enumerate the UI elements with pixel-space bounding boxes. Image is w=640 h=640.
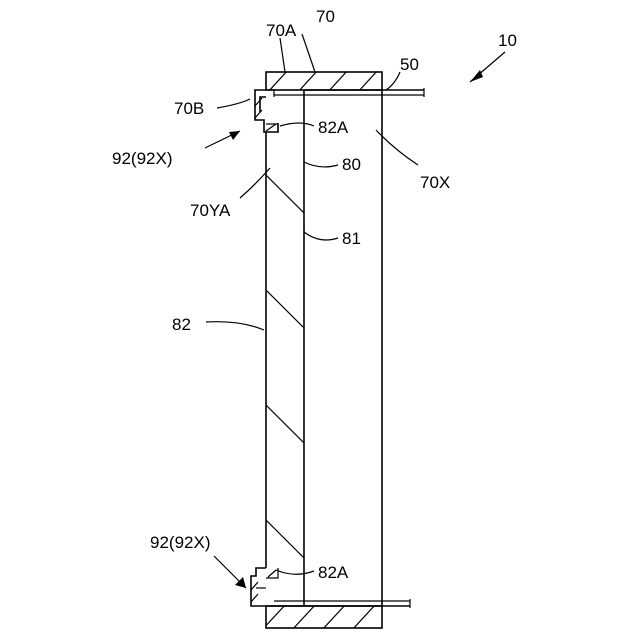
label-82: 82 [172, 315, 191, 334]
clip-92-bottom [251, 568, 278, 606]
clip-92-top [255, 90, 278, 132]
label-70B: 70B [174, 99, 204, 118]
label-82A-bottom: 82A [318, 563, 349, 582]
label-81: 81 [342, 229, 361, 248]
label-70YA: 70YA [190, 201, 231, 220]
label-80: 80 [342, 155, 361, 174]
bottom-plate [262, 604, 382, 630]
label-82A-top: 82A [318, 118, 349, 137]
label-50: 50 [400, 55, 419, 74]
label-10: 10 [498, 31, 517, 50]
label-70: 70 [316, 7, 335, 26]
label-92-bottom: 92(92X) [150, 533, 210, 552]
strip-82 [266, 132, 304, 568]
label-92-top: 92(92X) [112, 149, 172, 168]
arrow-ref-92-bottom [214, 556, 246, 588]
label-70X: 70X [420, 173, 450, 192]
arrow-ref-10 [470, 52, 505, 82]
leader-lines [206, 34, 418, 574]
label-70A: 70A [266, 21, 297, 40]
top-plate-70 [266, 70, 382, 92]
sheet-bottom [266, 599, 410, 608]
arrow-ref-92-top [205, 131, 240, 148]
